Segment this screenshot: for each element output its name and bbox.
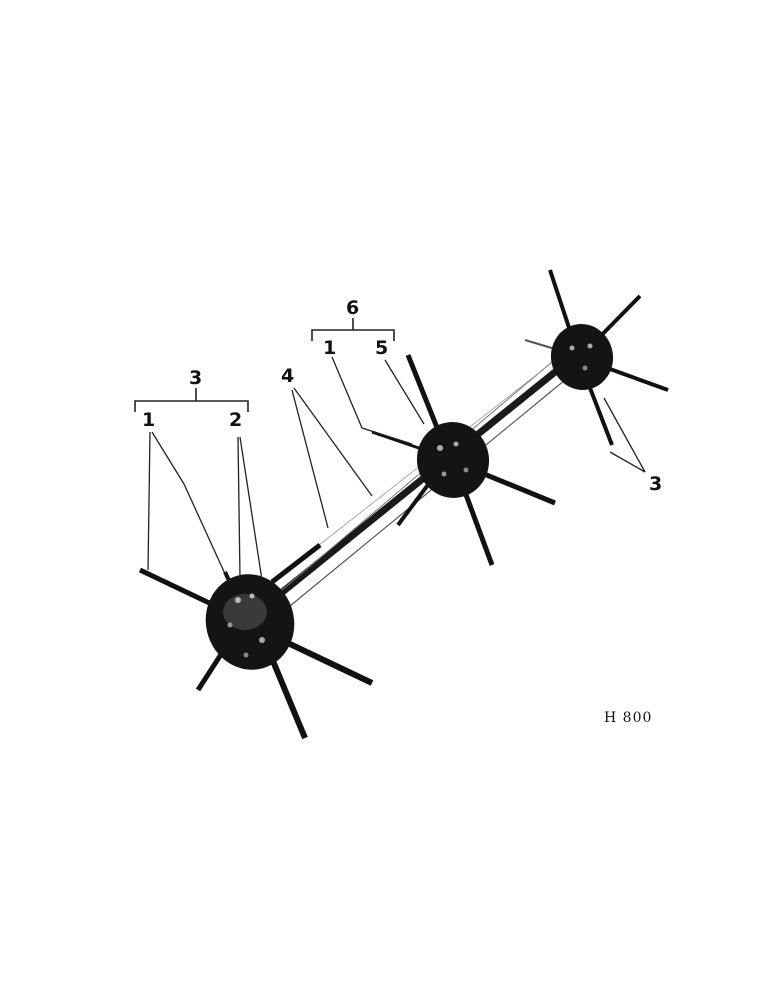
callout-shaft	[291, 387, 373, 529]
callout-left-group: 3	[189, 367, 202, 389]
rotor-hub-middle-icon	[371, 354, 556, 566]
drive-shaft	[270, 361, 566, 607]
callout-left-item-2: 2	[229, 409, 242, 431]
figure-code: H 800	[604, 710, 652, 726]
callout-group-middle	[311, 318, 425, 445]
callout-middle-item-1: 1	[323, 337, 336, 359]
callout-middle-group: 6	[346, 297, 359, 319]
callout-shaft-number: 4	[281, 365, 294, 387]
callout-left-item-1: 1	[142, 409, 155, 431]
callout-right	[603, 397, 646, 473]
callout-middle-item-5: 5	[375, 337, 388, 359]
callout-group-left	[134, 388, 263, 581]
rotor-hub-right-icon	[524, 269, 669, 446]
callout-right-item-3: 3	[649, 473, 662, 495]
rotor-hub-left-icon	[138, 567, 374, 740]
